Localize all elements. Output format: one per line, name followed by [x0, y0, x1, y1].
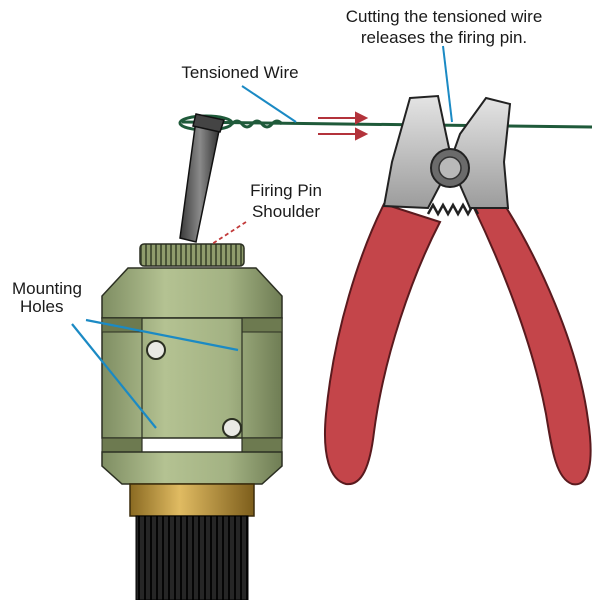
- leader-mounting-2: [71, 323, 157, 429]
- wire-cutters-icon: [324, 94, 592, 486]
- direction-arrows-icon: [318, 111, 369, 141]
- leader-firing-pin: [211, 221, 247, 245]
- cutter-handle-left: [324, 202, 442, 486]
- mounting-hole-lower: [222, 418, 242, 438]
- leader-mounting-1: [85, 318, 239, 352]
- pull-firing-device-icon: [101, 243, 283, 601]
- mounting-holes-label-line-2: Holes: [20, 297, 63, 316]
- leader-lines: [71, 45, 453, 429]
- mounting-hole-upper: [146, 340, 166, 360]
- cutter-spring: [426, 202, 480, 217]
- tensioned-wire-label: Tensioned Wire: [181, 63, 298, 82]
- cutter-handle-right: [472, 202, 592, 486]
- tensioned-wire: [178, 114, 593, 132]
- firing-pin: [179, 113, 225, 243]
- caption-line-2: releases the firing pin.: [361, 28, 527, 47]
- firing-pin-label-line-1: Firing Pin: [250, 181, 322, 200]
- firing-pin-label-line-2: Shoulder: [252, 202, 320, 221]
- leader-caption: [442, 45, 453, 123]
- mounting-holes-label-line-1: Mounting: [12, 279, 82, 298]
- caption-line-1: Cutting the tensioned wire: [346, 7, 543, 26]
- leader-tensioned-wire: [241, 85, 297, 123]
